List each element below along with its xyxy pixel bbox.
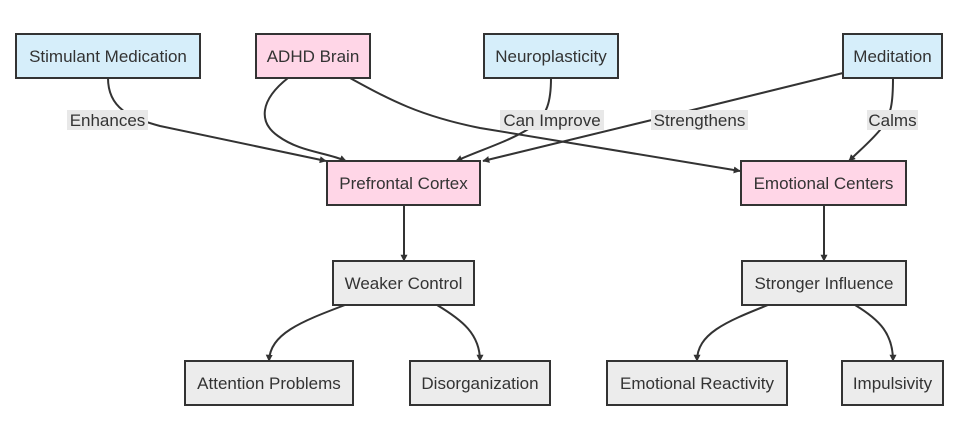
node-label: Stimulant Medication [29, 47, 187, 66]
edge-stronger-to-impulsivity [854, 304, 897, 362]
node-label: Meditation [853, 47, 931, 66]
edge-weaker-to-disorganization [436, 304, 484, 362]
node-label: Disorganization [421, 374, 538, 393]
nodes: Stimulant Medication ADHD Brain Neuropla… [15, 33, 944, 406]
node-weaker-control: Weaker Control [332, 260, 475, 306]
edge-adhd-to-emotional [349, 77, 741, 174]
node-impulsivity: Impulsivity [841, 360, 944, 406]
edge-label-can-improve: Can Improve [503, 111, 600, 130]
node-label: Impulsivity [853, 374, 933, 393]
node-label: Prefrontal Cortex [339, 174, 468, 193]
edge-label-strengthens: Strengthens [654, 111, 746, 130]
node-label: Weaker Control [345, 274, 463, 293]
node-label: Emotional Centers [754, 174, 894, 193]
edge-weaker-to-attention [265, 304, 346, 362]
node-label: Attention Problems [197, 374, 341, 393]
edge-label-calms: Calms [868, 111, 916, 130]
edge-stronger-to-reactivity [693, 304, 769, 362]
edge-labels: Enhances Can Improve Strengthens Calms [67, 110, 918, 130]
node-emotional-reactivity: Emotional Reactivity [606, 360, 788, 406]
node-stronger-influence: Stronger Influence [741, 260, 907, 306]
node-attention-problems: Attention Problems [184, 360, 354, 406]
node-label: ADHD Brain [267, 47, 360, 66]
node-label: Stronger Influence [755, 274, 894, 293]
node-prefrontal-cortex: Prefrontal Cortex [326, 160, 481, 206]
node-adhd-brain: ADHD Brain [255, 33, 371, 79]
node-label: Emotional Reactivity [620, 374, 775, 393]
node-meditation: Meditation [842, 33, 943, 79]
node-emotional-centers: Emotional Centers [740, 160, 907, 206]
node-disorganization: Disorganization [409, 360, 551, 406]
edge-label-enhances: Enhances [70, 111, 146, 130]
node-neuroplasticity: Neuroplasticity [483, 33, 619, 79]
edge-adhd-to-prefrontal [263, 77, 347, 162]
node-stimulant-medication: Stimulant Medication [15, 33, 201, 79]
node-label: Neuroplasticity [495, 47, 607, 66]
